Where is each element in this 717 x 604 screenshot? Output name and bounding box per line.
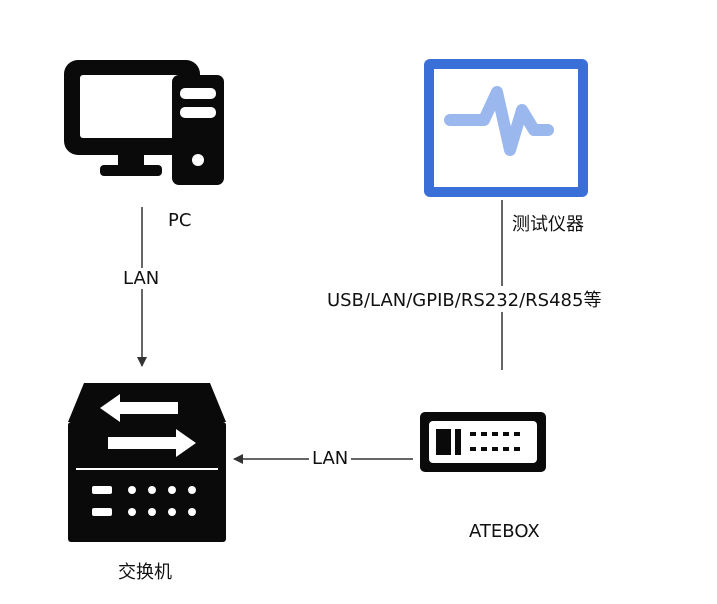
atebox-device-icon <box>420 412 546 472</box>
atebox-lan-label: LAN <box>309 448 352 469</box>
network-switch-icon <box>68 383 226 542</box>
atebox-label: ATEBOX <box>469 521 540 542</box>
pc-lan-label: LAN <box>120 268 163 289</box>
pc-label: PC <box>168 210 192 231</box>
switch-label: 交换机 <box>118 558 172 584</box>
instrument-link-label: USB/LAN/GPIB/RS232/RS485等 <box>325 286 604 312</box>
desktop-computer-icon <box>64 60 224 185</box>
instrument-label: 测试仪器 <box>512 210 584 236</box>
waveform-monitor-icon <box>424 59 588 197</box>
